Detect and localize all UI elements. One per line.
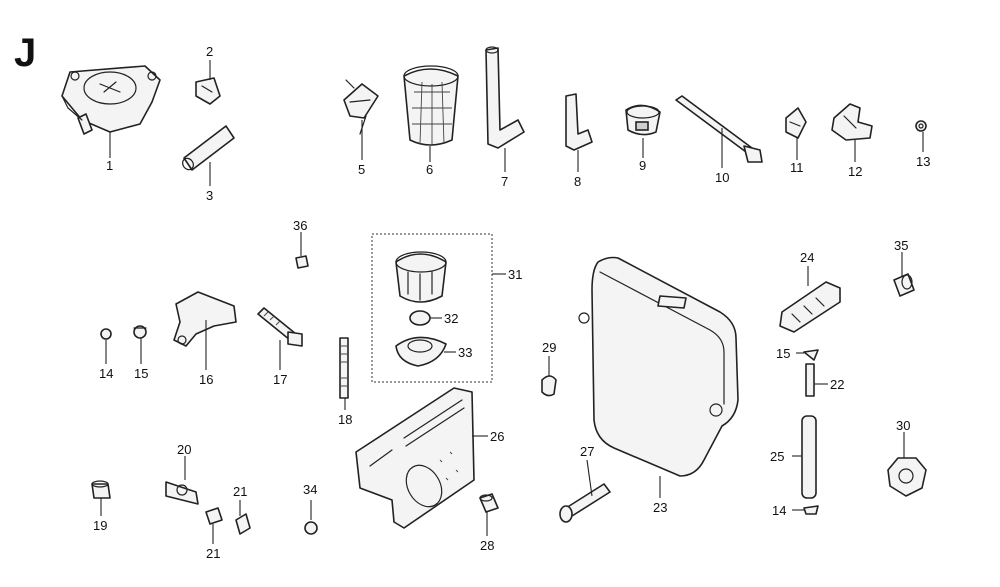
part-35-bushing[interactable] — [893, 273, 915, 297]
callout-8: 8 — [574, 174, 581, 189]
callout-30: 30 — [896, 418, 910, 433]
part-9-cap[interactable] — [625, 104, 661, 136]
part-27-bolt[interactable] — [559, 483, 611, 523]
callout-36: 36 — [293, 218, 307, 233]
callout-3: 3 — [206, 188, 213, 203]
part-34-clip[interactable] — [304, 521, 318, 535]
part-12-bracket[interactable] — [831, 103, 873, 141]
part-1-fuel-pump[interactable] — [61, 65, 161, 135]
callout-32: 32 — [444, 311, 458, 326]
callout-19: 19 — [93, 518, 107, 533]
part-31-fuel-cap[interactable] — [395, 251, 447, 303]
part-23-fuel-tank[interactable] — [578, 256, 739, 477]
part-8-elbow-hose[interactable] — [565, 93, 593, 151]
part-30-flange-nut[interactable] — [887, 457, 927, 497]
callout-18: 18 — [338, 412, 352, 427]
callout-29: 29 — [542, 340, 556, 355]
part-11-clip[interactable] — [785, 107, 807, 139]
part-29-grommet[interactable] — [541, 375, 557, 397]
callout-26: 26 — [490, 429, 504, 444]
callout-25: 25 — [770, 449, 784, 464]
callout-16: 16 — [199, 372, 213, 387]
part-13-nut[interactable] — [915, 120, 927, 132]
callout-22: 22 — [830, 377, 844, 392]
part-5-fuel-filter[interactable] — [343, 79, 379, 135]
callout-31: 31 — [508, 267, 522, 282]
callout-11: 11 — [790, 160, 804, 175]
callout-1: 1 — [106, 158, 113, 173]
callout-14-right: 14 — [772, 503, 786, 518]
part-15-clip-right[interactable] — [803, 349, 819, 361]
callout-21-lower: 21 — [206, 546, 220, 561]
callout-9: 9 — [639, 158, 646, 173]
section-letter: J — [14, 31, 36, 75]
part-19-grommet[interactable] — [91, 480, 111, 499]
part-10-long-bolt[interactable] — [675, 95, 763, 163]
group-31-box — [371, 233, 493, 383]
part-6-strainer[interactable] — [403, 65, 459, 146]
part-21-clip-b[interactable] — [235, 513, 251, 535]
callout-2: 2 — [206, 44, 213, 59]
callout-7: 7 — [501, 174, 508, 189]
part-28-bushing[interactable] — [479, 493, 499, 513]
part-2-clip[interactable] — [195, 77, 221, 105]
callout-24: 24 — [800, 250, 814, 265]
part-17-bolt[interactable] — [257, 307, 303, 347]
part-22-rod[interactable] — [805, 363, 815, 397]
callout-13: 13 — [916, 154, 930, 169]
part-21-clip-a[interactable] — [205, 507, 223, 525]
part-14-washer[interactable] — [100, 328, 112, 340]
part-25-tube[interactable] — [801, 415, 817, 499]
callout-28: 28 — [480, 538, 494, 553]
callout-10: 10 — [715, 170, 729, 185]
callout-12: 12 — [848, 164, 862, 179]
part-3-tube[interactable] — [180, 125, 235, 172]
callout-15-right: 15 — [776, 346, 790, 361]
callout-23: 23 — [653, 500, 667, 515]
callout-27: 27 — [580, 444, 594, 459]
part-7-hose[interactable] — [485, 46, 525, 149]
callout-14-left: 14 — [99, 366, 113, 381]
part-14-clip-right[interactable] — [803, 505, 819, 515]
part-18-stud[interactable] — [339, 337, 349, 399]
callout-20: 20 — [177, 442, 191, 457]
leader-lines — [100, 60, 924, 544]
callout-5: 5 — [358, 162, 365, 177]
part-15-clip[interactable] — [133, 325, 147, 339]
part-24-rubber-mount[interactable] — [779, 281, 841, 333]
callout-21-upper: 21 — [233, 484, 247, 499]
callout-35: 35 — [894, 238, 908, 253]
callouts: 1 2 3 5 6 7 8 9 10 11 12 13 14 15 16 17 … — [93, 44, 930, 561]
part-26-heat-shield[interactable] — [355, 387, 475, 529]
callout-6: 6 — [426, 162, 433, 177]
part-16-t-handle[interactable] — [173, 291, 237, 347]
callout-15-left: 15 — [134, 366, 148, 381]
part-33-valve[interactable] — [395, 336, 447, 367]
callout-34: 34 — [303, 482, 317, 497]
callout-17: 17 — [273, 372, 287, 387]
callout-33: 33 — [458, 345, 472, 360]
part-36-nut[interactable] — [295, 255, 309, 269]
part-32-gasket[interactable] — [409, 310, 431, 326]
part-20-fitting[interactable] — [165, 481, 199, 505]
